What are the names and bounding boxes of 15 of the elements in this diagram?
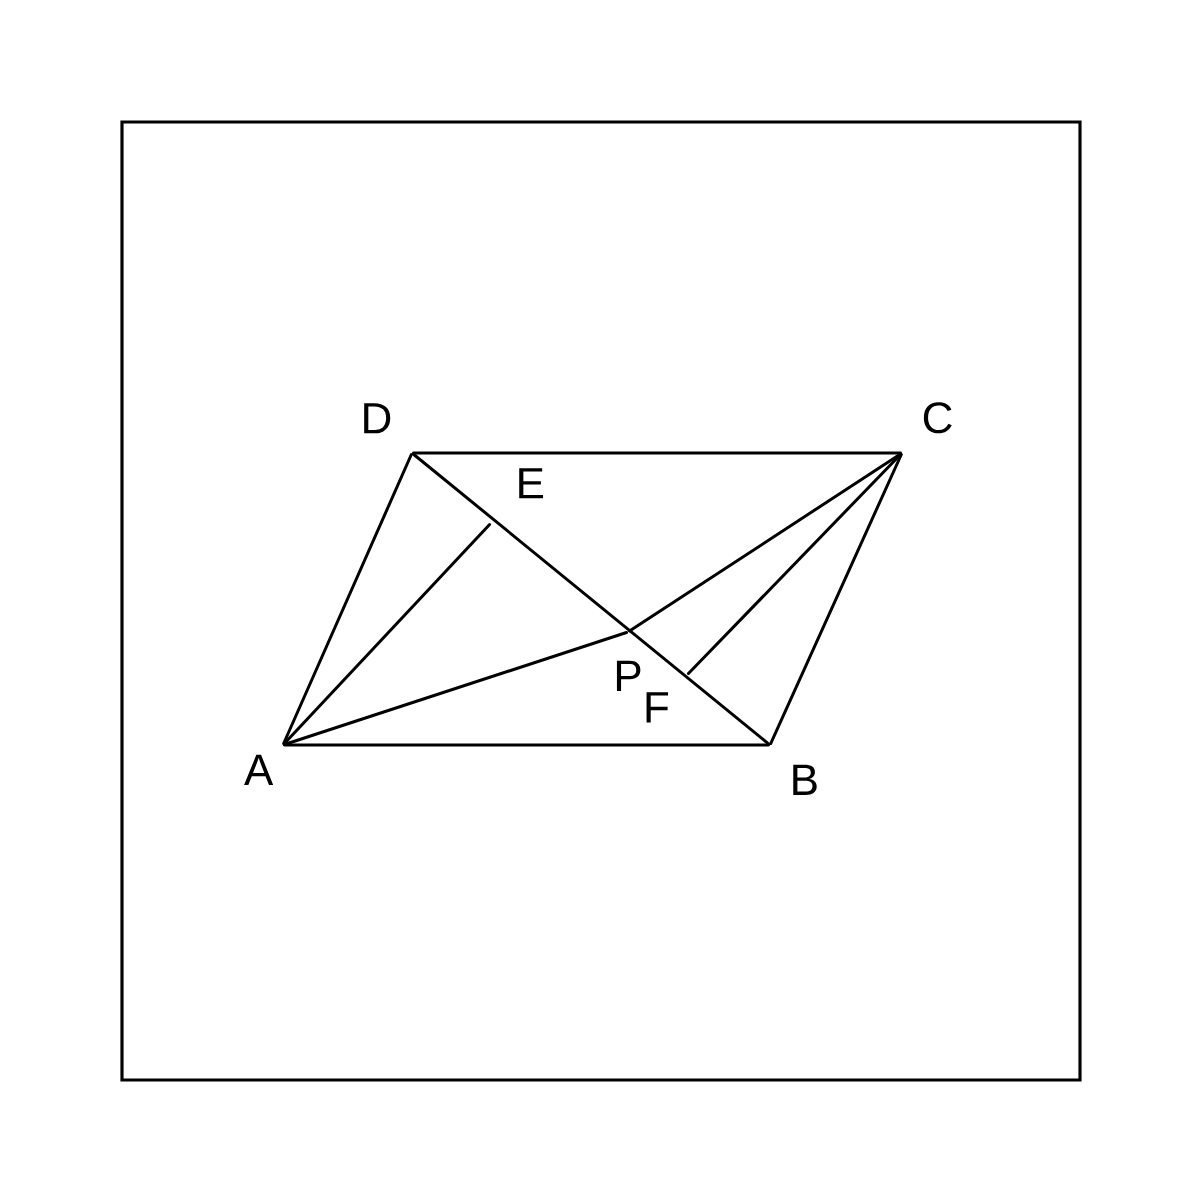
line-segment — [282, 453, 413, 745]
point: C — [923, 402, 952, 434]
point: A — [244, 754, 274, 785]
line-segment — [412, 452, 770, 746]
point: E — [519, 468, 544, 499]
point: P — [616, 660, 641, 691]
point: D — [364, 403, 391, 434]
line-segment — [282, 523, 492, 745]
line-segment — [283, 631, 628, 746]
line-segment — [412, 451, 902, 455]
point: B — [793, 764, 817, 795]
point: F — [646, 692, 669, 723]
line-segment — [283, 743, 770, 747]
line-segment — [628, 452, 902, 633]
line-segment — [769, 453, 903, 745]
